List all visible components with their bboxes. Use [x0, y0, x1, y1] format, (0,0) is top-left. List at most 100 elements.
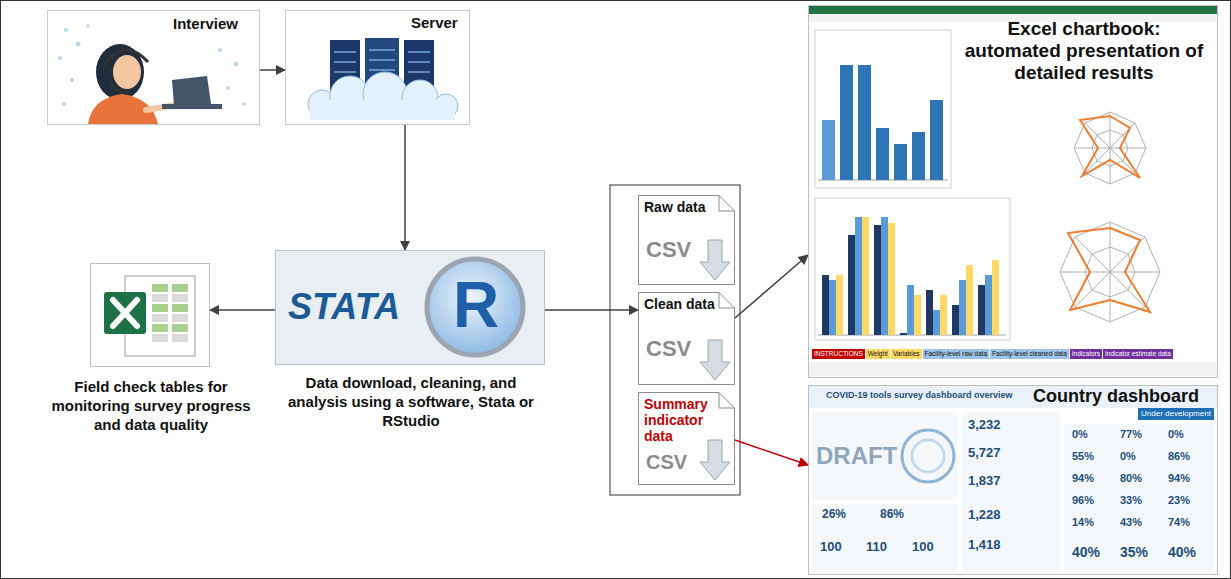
- chartbook-screenshot: [1074, 112, 1146, 184]
- excel-icon: [152, 294, 168, 302]
- excel-icon: [172, 314, 188, 322]
- excel-icon: [152, 314, 168, 322]
- server-illustration: [334, 50, 430, 72]
- box-label: Country dashboard: [1033, 387, 1199, 407]
- kpi-value: 100: [912, 540, 934, 555]
- interview-illustration: [226, 86, 230, 90]
- stata-r-logos: [275, 250, 545, 365]
- kpi-value: 1,228: [968, 508, 1001, 523]
- kpi-value: 55%: [1072, 450, 1094, 463]
- chartbook-screenshot: [881, 217, 888, 335]
- interview-illustration: [104, 50, 148, 66]
- chartbook-screenshot: [1080, 116, 1140, 178]
- stata-r-logos: [427, 259, 523, 355]
- box-caption: Field check tables for monitoring survey…: [51, 378, 251, 434]
- csv-group-frame: [610, 185, 740, 495]
- sheet-tab: INSTRUCTIONS: [812, 349, 865, 359]
- kpi-value: 94%: [1072, 472, 1094, 485]
- excel-icon: [172, 334, 188, 342]
- chartbook-screenshot: [1060, 112, 1160, 322]
- kpi-value: 26%: [822, 508, 846, 522]
- chartbook-screenshot: [876, 128, 889, 180]
- excel-icon: [152, 334, 168, 342]
- chartbook-screenshot: [809, 6, 1217, 14]
- kpi-value: 35%: [1120, 544, 1148, 560]
- document-fold: [719, 196, 735, 212]
- document-fold: [719, 393, 735, 409]
- kpi-value: 40%: [1168, 544, 1196, 560]
- kpi-value: 23%: [1168, 494, 1190, 507]
- chartbook-box: Excel chartbook: automated presentation …: [808, 5, 1218, 378]
- chartbook-screenshot: [978, 285, 985, 335]
- box-label: Summary indicator data: [644, 396, 724, 444]
- status-tag: Under development: [1138, 408, 1214, 420]
- chartbook-screenshot: [822, 275, 829, 335]
- box-label: Clean data: [644, 296, 724, 312]
- server-illustration: [308, 38, 458, 120]
- chartbook-screenshot: [992, 260, 999, 335]
- flow-arrow: [735, 255, 808, 318]
- excel-icon: [172, 324, 188, 332]
- document-outline: [639, 393, 735, 485]
- chartbook-screenshot: [933, 310, 940, 335]
- dashboard-screenshot: [902, 430, 954, 482]
- document-outline: [639, 293, 735, 385]
- dashboard-screenshot: [962, 412, 1060, 572]
- box-label: CSV: [646, 338, 691, 360]
- interview-illustration: [64, 28, 68, 32]
- document-outline: [639, 196, 735, 285]
- box-label: Raw data: [644, 199, 724, 215]
- chartbook-screenshot: [952, 305, 959, 335]
- field-check-box: Field check tables for monitoring survey…: [90, 263, 210, 367]
- server-illustration: [334, 51, 356, 53]
- chartbook-screenshot: [815, 30, 951, 188]
- chartbook-screenshot: [1085, 123, 1135, 173]
- server-illustration: [369, 49, 395, 51]
- dashboard-screenshot: [1064, 424, 1214, 572]
- interview-illustration: [70, 78, 74, 82]
- download-arrow: [700, 240, 730, 280]
- chartbook-screenshot: [1060, 222, 1160, 322]
- download-arrow: [700, 440, 730, 480]
- server-illustration: [408, 61, 430, 63]
- interview-illustration: [218, 48, 222, 52]
- kpi-value: 86%: [880, 508, 904, 522]
- excel-icon: [113, 300, 137, 326]
- kpi-value: 74%: [1168, 516, 1190, 529]
- kpi-value: 43%: [1120, 516, 1142, 529]
- box-label: R: [446, 273, 506, 337]
- download-arrow: [700, 340, 730, 380]
- server-illustration: [310, 100, 455, 120]
- excel-icon: [152, 324, 168, 332]
- excel-icon: [152, 304, 168, 312]
- dashboard-screenshot: [912, 440, 944, 472]
- interview-illustration: [162, 104, 222, 109]
- sheet-tabs: INSTRUCTIONSWeightVariablesFacility-leve…: [812, 349, 1216, 359]
- chartbook-screenshot: [959, 280, 966, 335]
- kpi-value: 0%: [1072, 428, 1088, 441]
- csv-document: Raw dataCSV: [638, 195, 735, 285]
- chartbook-screenshot: [900, 333, 907, 335]
- interview-illustration: [86, 24, 90, 28]
- kpi-value: 86%: [1168, 450, 1190, 463]
- flow-arrow: [260, 69, 285, 71]
- box-caption: Data download, cleaning, and analysis us…: [286, 374, 536, 430]
- flow-arrow: [545, 309, 638, 311]
- dashboard-screenshot: [809, 386, 1217, 572]
- excel-icon: [152, 284, 168, 292]
- excel-icon: [104, 292, 146, 334]
- box-label: Excel chartbook: automated presentation …: [959, 18, 1209, 84]
- interview-illustration: [58, 24, 246, 124]
- chartbook-screenshot: [926, 290, 933, 335]
- chartbook-screenshot: [874, 225, 881, 335]
- server-illustration: [408, 51, 430, 53]
- kpi-value: 33%: [1120, 494, 1142, 507]
- chartbook-screenshot: [855, 217, 862, 335]
- chartbook-screenshot: [862, 217, 869, 335]
- server-illustration: [408, 71, 430, 73]
- interview-box: Interview: [47, 10, 260, 125]
